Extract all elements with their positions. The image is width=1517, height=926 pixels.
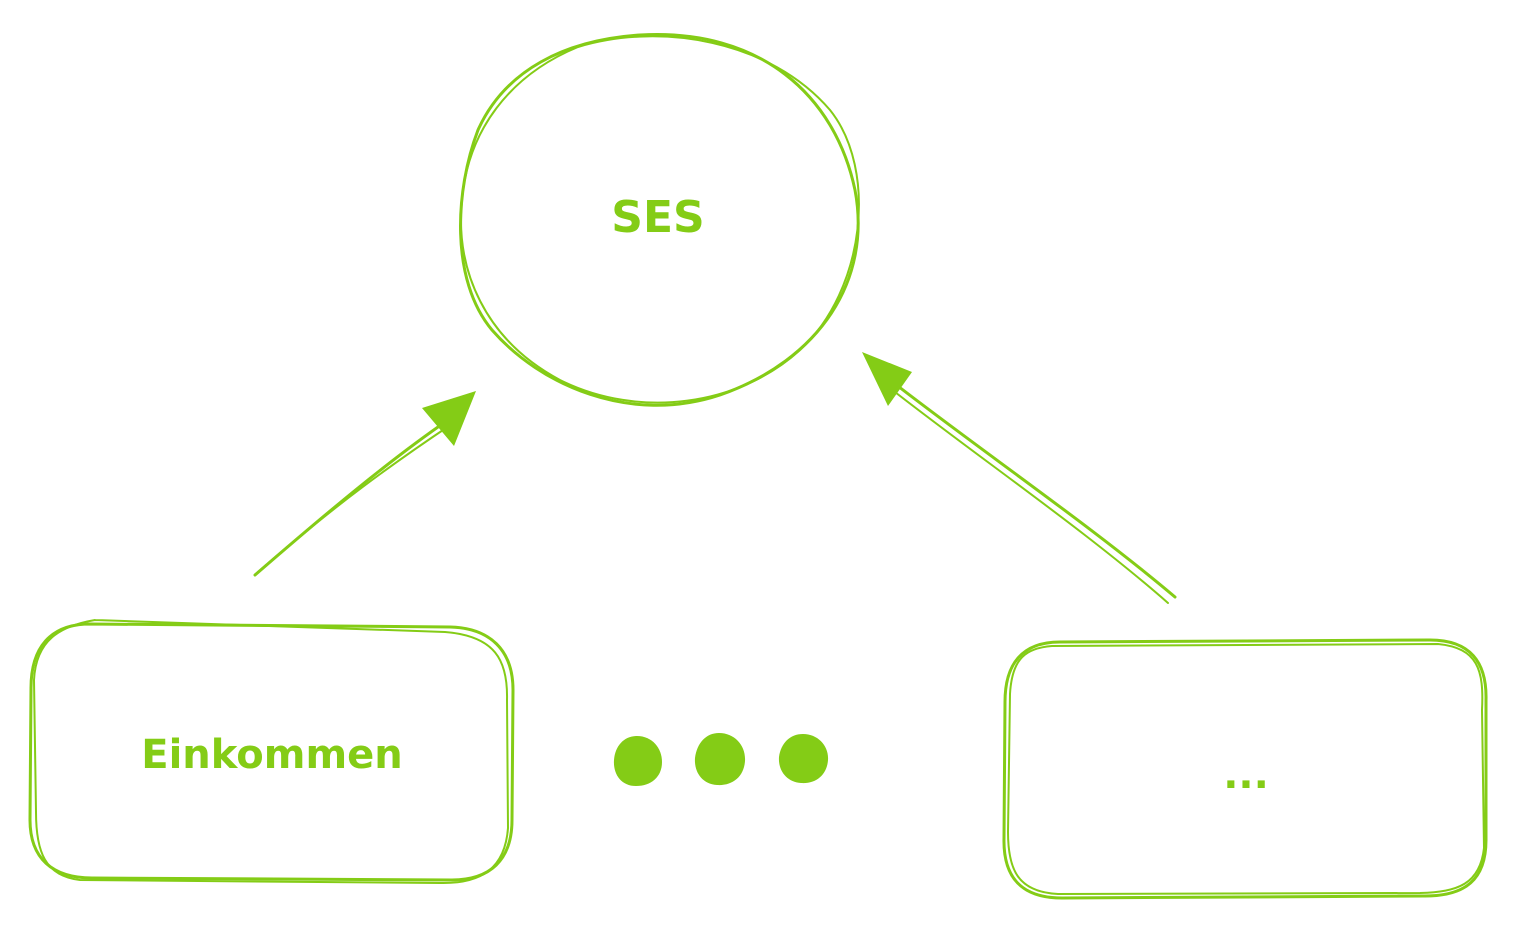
- node-ses[interactable]: SES: [459, 33, 860, 407]
- node-other[interactable]: ...: [1002, 638, 1488, 900]
- node-other-outline-2: [1007, 643, 1485, 895]
- edge-other-to-ses[interactable]: [862, 352, 1177, 604]
- edge-other-to-ses-line: [888, 378, 1177, 599]
- node-ses-outline-2: [460, 35, 860, 404]
- ellipsis-dot-1: [613, 736, 662, 786]
- node-einkommen-outline: [28, 622, 515, 882]
- edge-einkommen-to-ses[interactable]: [253, 391, 476, 577]
- edge-einkommen-to-ses-arrowhead: [422, 391, 476, 446]
- edge-einkommen-to-ses-line: [253, 418, 450, 577]
- edge-einkommen-to-ses-line-2: [257, 423, 453, 573]
- node-other-label: ...: [1223, 752, 1269, 798]
- ellipsis-dots: [613, 733, 829, 786]
- node-other-outline: [1002, 638, 1488, 900]
- node-einkommen-label: Einkommen: [141, 732, 402, 778]
- node-ses-outline: [459, 33, 860, 407]
- node-ses-label: SES: [611, 192, 704, 243]
- node-einkommen-outline-2: [33, 619, 509, 885]
- node-einkommen[interactable]: Einkommen: [28, 619, 515, 885]
- ellipsis-dot-3: [778, 734, 829, 784]
- ellipsis-dot-2: [694, 733, 746, 786]
- edge-other-to-ses-arrowhead: [862, 352, 912, 406]
- edge-other-to-ses-line-2: [885, 384, 1169, 604]
